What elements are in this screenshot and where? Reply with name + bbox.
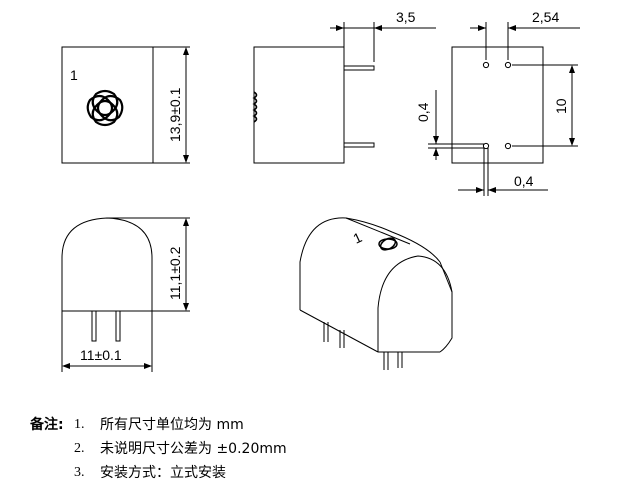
note-text: 安装方式：立式安装 [100, 465, 226, 481]
note-text: 所有尺寸单位均为 mm [100, 417, 244, 433]
isometric-view [299, 217, 453, 370]
bottom-view [428, 22, 580, 196]
notes-section: 备注: 1. 所有尺寸单位均为 mm 2. 未说明尺寸公差为 ±0.20mm 3… [30, 413, 287, 485]
end-view [61, 217, 190, 372]
side-view [252, 22, 436, 164]
dim-width: 11±0.1 [80, 347, 122, 363]
iso-marking: 1 [351, 229, 365, 247]
dim-height-with-dome: 11,1±0.2 [167, 246, 183, 300]
note-number: 2. [74, 441, 85, 456]
dim-pin-diameter-bottom: 0,4 [514, 173, 534, 189]
dim-pin-diameter-left: 0,4 [415, 102, 431, 122]
note-number: 3. [74, 465, 85, 480]
dim-body-height: 13,9±0.1 [167, 87, 183, 142]
note-text: 未说明尺寸公差为 ±0.20mm [100, 441, 287, 457]
note-row-1: 备注: 1. 所有尺寸单位均为 mm [30, 413, 287, 437]
celtic-knot-logo-icon [86, 89, 124, 127]
front-marking: 1 [70, 67, 78, 83]
dim-pin-spacing: 10 [553, 98, 569, 114]
front-view [61, 46, 190, 164]
note-row-3: 3. 安装方式：立式安装 [30, 461, 287, 485]
notes-label: 备注: [30, 417, 64, 433]
note-row-2: 2. 未说明尺寸公差为 ±0.20mm [30, 437, 287, 461]
note-number: 1. [74, 417, 85, 432]
dim-pin-offset: 3,5 [396, 9, 416, 25]
dim-pin-pitch: 2,54 [532, 9, 559, 25]
